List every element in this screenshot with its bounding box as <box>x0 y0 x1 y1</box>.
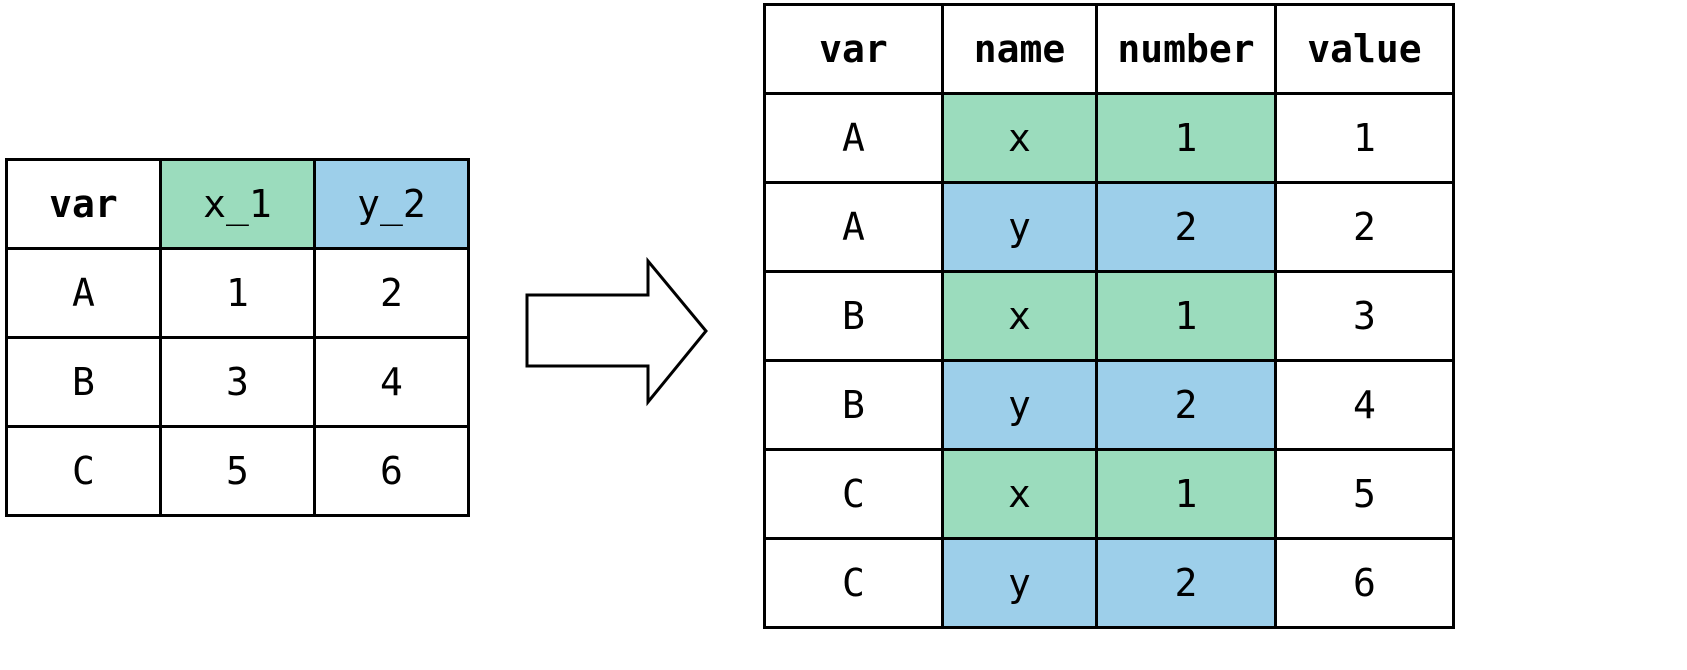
table-row: A x 1 1 <box>763 92 1455 184</box>
long-cell-var: C <box>763 448 944 540</box>
wide-cell-var: A <box>5 247 162 339</box>
wide-header-y2: y_2 <box>313 158 470 250</box>
long-cell-name: x <box>941 448 1098 540</box>
long-cell-name: y <box>941 359 1098 451</box>
right-arrow-icon <box>525 256 708 407</box>
long-cell-name: y <box>941 537 1098 629</box>
long-cell-name: y <box>941 181 1098 273</box>
long-cell-number: 1 <box>1095 270 1277 362</box>
wide-cell-y2: 2 <box>313 247 470 339</box>
long-cell-value: 5 <box>1274 448 1455 540</box>
long-cell-var: A <box>763 92 944 184</box>
long-cell-var: C <box>763 537 944 629</box>
wide-cell-y2: 4 <box>313 336 470 428</box>
table-row: B x 1 3 <box>763 270 1455 362</box>
long-cell-value: 6 <box>1274 537 1455 629</box>
long-header-var: var <box>763 3 944 95</box>
table-row: C y 2 6 <box>763 537 1455 629</box>
table-row: A 1 2 <box>5 247 470 339</box>
wide-cell-y2: 6 <box>313 425 470 517</box>
table-row: B 3 4 <box>5 336 470 428</box>
long-cell-var: B <box>763 270 944 362</box>
wide-cell-x1: 1 <box>159 247 316 339</box>
long-cell-number: 1 <box>1095 448 1277 540</box>
table-row: C 5 6 <box>5 425 470 517</box>
wide-header-x1: x_1 <box>159 158 316 250</box>
long-cell-value: 2 <box>1274 181 1455 273</box>
table-row: A y 2 2 <box>763 181 1455 273</box>
long-header-value: value <box>1274 3 1455 95</box>
wide-cell-x1: 3 <box>159 336 316 428</box>
wide-header-var: var <box>5 158 162 250</box>
long-cell-var: B <box>763 359 944 451</box>
long-cell-value: 3 <box>1274 270 1455 362</box>
long-cell-number: 1 <box>1095 92 1277 184</box>
table-row: B y 2 4 <box>763 359 1455 451</box>
table-row: C x 1 5 <box>763 448 1455 540</box>
long-header-name: name <box>941 3 1098 95</box>
long-table-header-row: var name number value <box>763 3 1455 95</box>
wide-cell-x1: 5 <box>159 425 316 517</box>
wide-cell-var: C <box>5 425 162 517</box>
long-cell-value: 4 <box>1274 359 1455 451</box>
long-cell-number: 2 <box>1095 537 1277 629</box>
long-header-number: number <box>1095 3 1277 95</box>
long-cell-name: x <box>941 92 1098 184</box>
long-cell-number: 2 <box>1095 359 1277 451</box>
long-cell-number: 2 <box>1095 181 1277 273</box>
wide-cell-var: B <box>5 336 162 428</box>
wide-table: var x_1 y_2 A 1 2 B 3 4 C 5 6 <box>5 158 470 517</box>
wide-table-header-row: var x_1 y_2 <box>5 158 470 250</box>
long-cell-value: 1 <box>1274 92 1455 184</box>
long-table: var name number value A x 1 1 A y 2 2 B … <box>763 3 1455 629</box>
long-cell-var: A <box>763 181 944 273</box>
long-cell-name: x <box>941 270 1098 362</box>
